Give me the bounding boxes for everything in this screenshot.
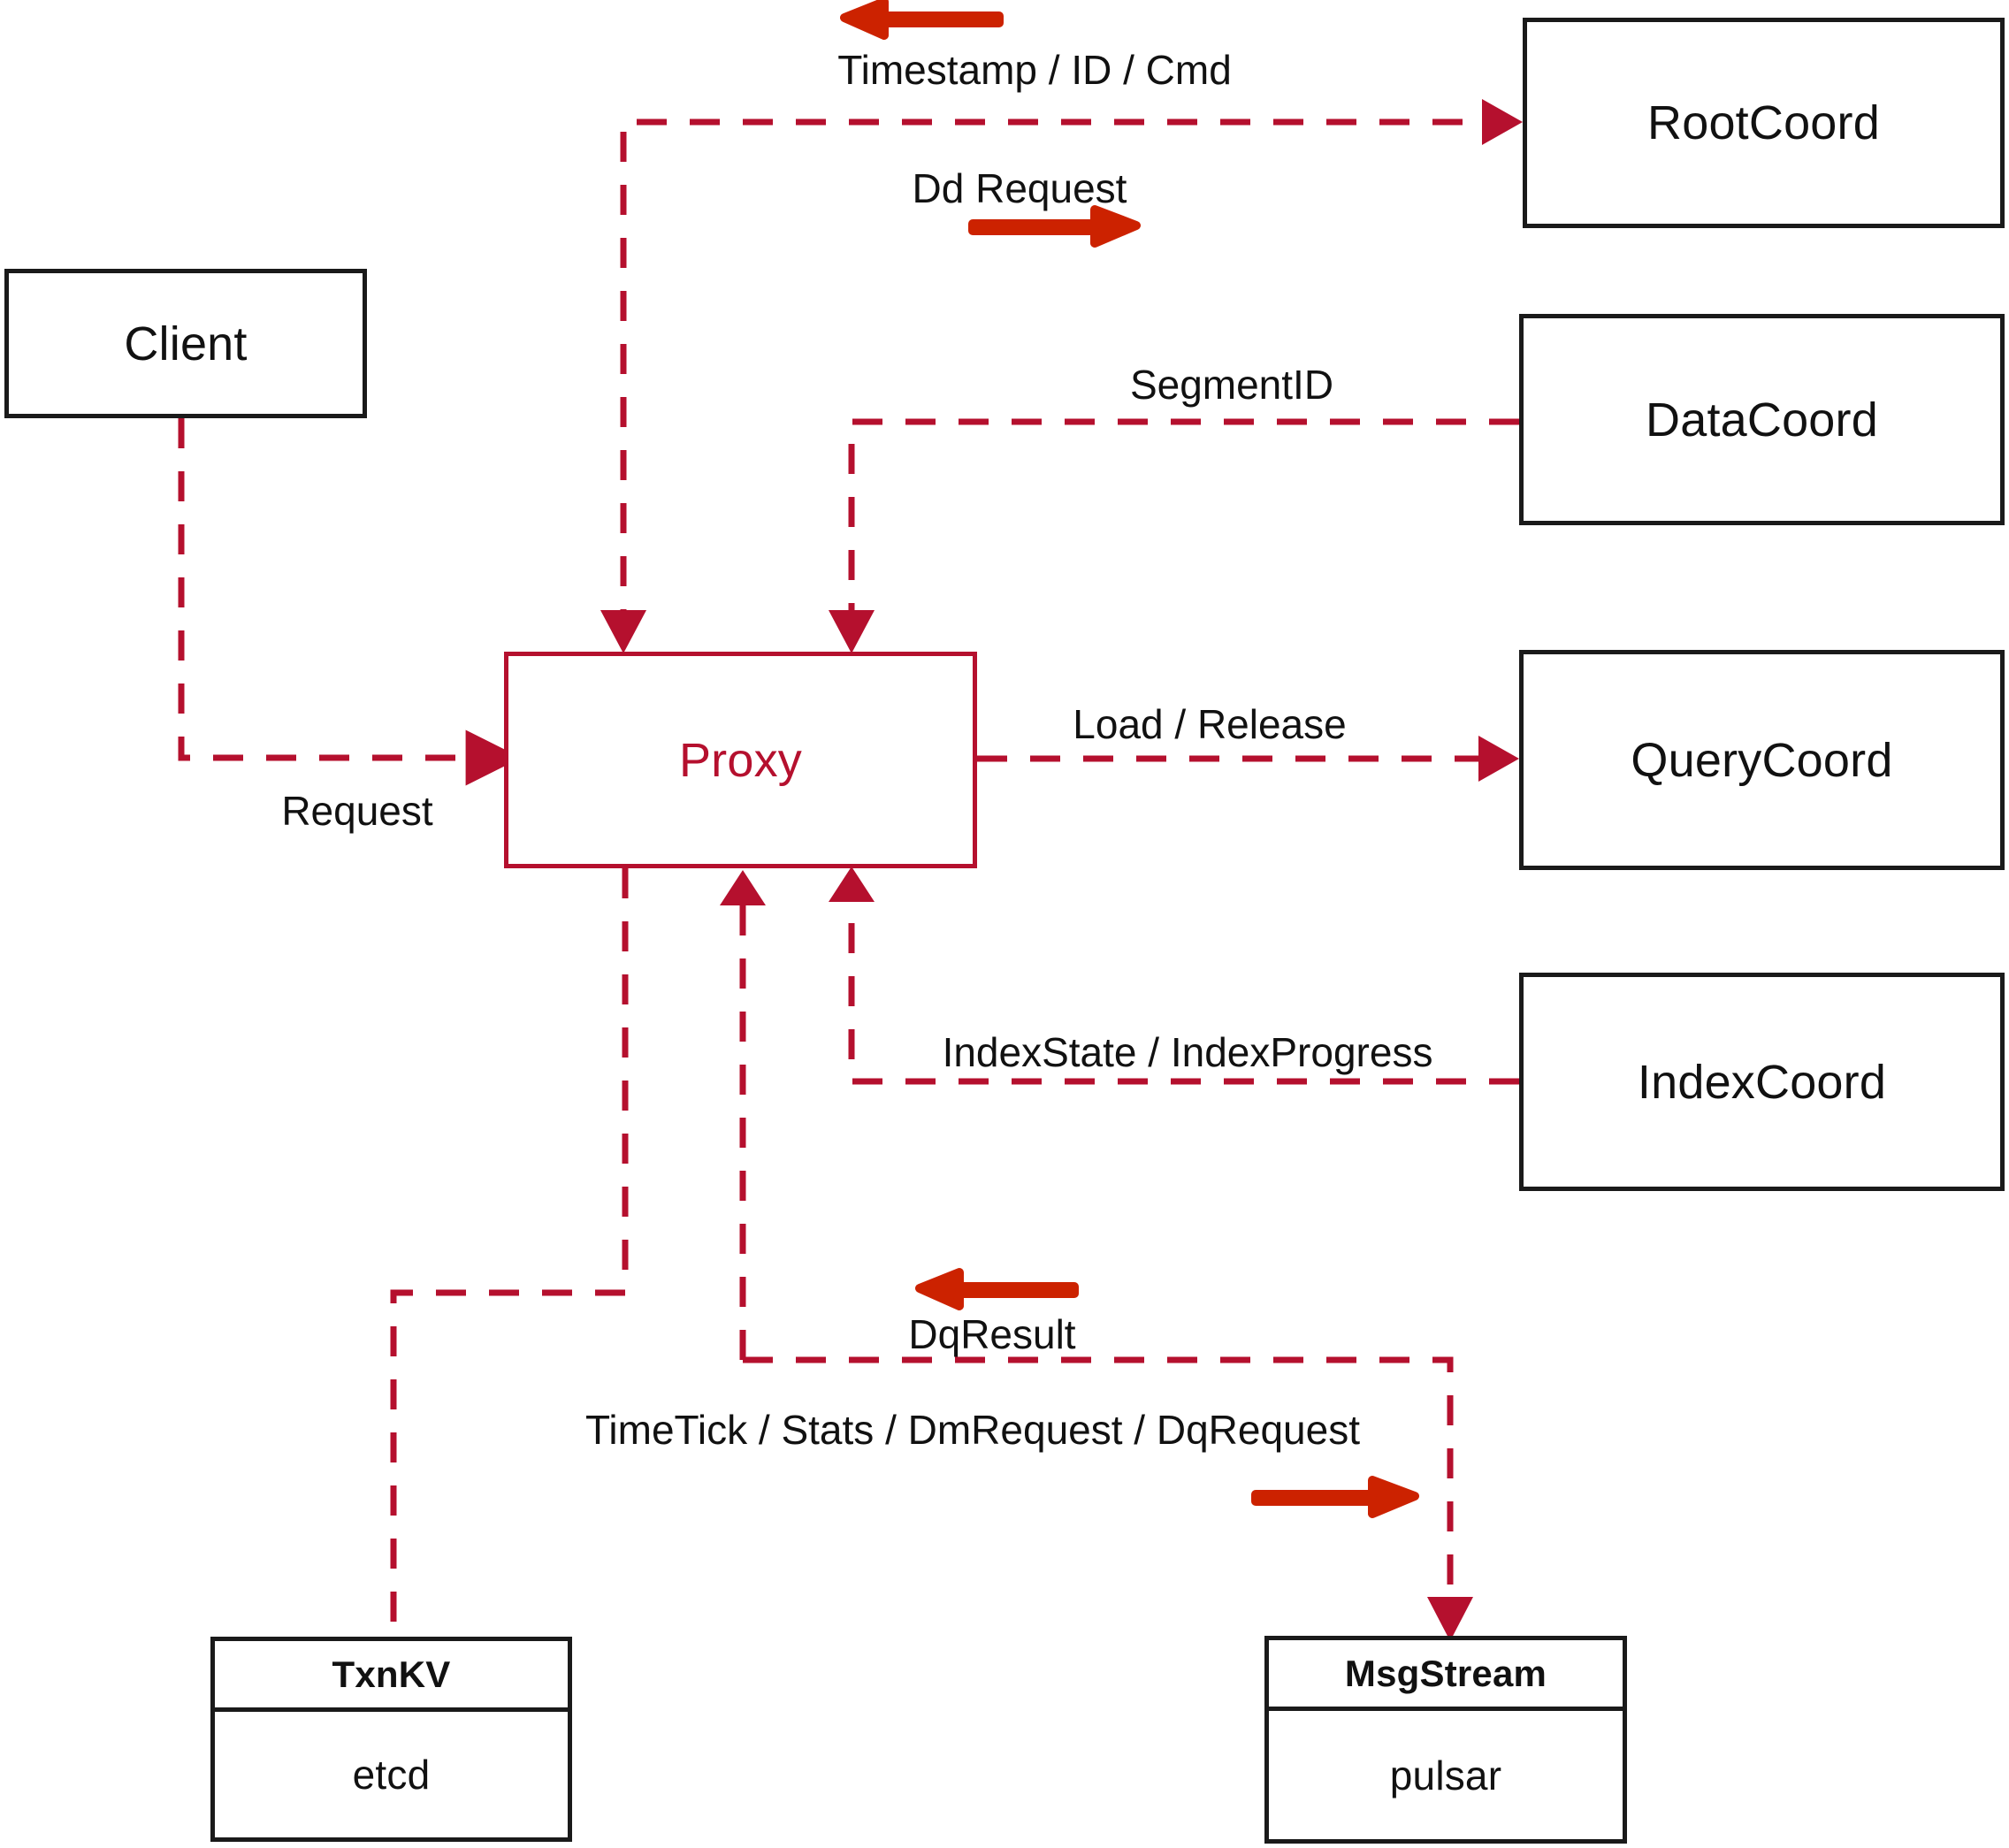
edge-label-request: Request [281, 788, 433, 834]
node-indexcoord-label: IndexCoord [1637, 1055, 1887, 1109]
bold-arrow-dq-result-left [915, 1268, 1079, 1310]
node-txnkv-label: TxnKV [332, 1653, 451, 1695]
node-querycoord-label: QueryCoord [1631, 733, 1893, 787]
node-rootcoord[interactable]: RootCoord [1523, 18, 2005, 228]
node-txnkv-sublabel: etcd [352, 1752, 431, 1798]
node-txnkv[interactable]: TxnKV etcd [210, 1637, 572, 1842]
node-msgstream[interactable]: MsgStream pulsar [1264, 1636, 1627, 1844]
node-datacoord[interactable]: DataCoord [1519, 314, 2005, 525]
node-msgstream-body: pulsar [1269, 1711, 1623, 1839]
wire-proxy-to-msgstream [743, 1356, 1473, 1641]
edge-label-segment-id: SegmentID [1129, 362, 1334, 408]
wire-client-to-proxy [178, 418, 522, 786]
bold-arrow-timestamp-left [840, 0, 1004, 40]
node-querycoord[interactable]: QueryCoord [1519, 650, 2005, 870]
wire-proxy-to-querycoord [977, 736, 1519, 782]
edge-label-timetick-stats: TimeTick / Stats / DmRequest / DqRequest [585, 1407, 1360, 1453]
node-proxy[interactable]: Proxy [504, 652, 977, 868]
edge-label-dq-result: DqResult [908, 1311, 1076, 1357]
node-msgstream-sublabel: pulsar [1389, 1752, 1502, 1798]
node-client-label: Client [124, 317, 248, 370]
node-proxy-label: Proxy [678, 733, 803, 787]
node-datacoord-label: DataCoord [1646, 393, 1878, 447]
edge-label-load-release: Load / Release [1073, 701, 1347, 747]
edge-label-dd-request: Dd Request [912, 165, 1127, 211]
edge-label-index-state: IndexState / IndexProgress [942, 1029, 1433, 1075]
node-indexcoord[interactable]: IndexCoord [1519, 973, 2005, 1191]
wire-proxy-to-rootcoord [600, 99, 1523, 653]
node-msgstream-label: MsgStream [1344, 1652, 1547, 1694]
wire-proxy-to-txnkv [390, 868, 629, 1637]
node-client[interactable]: Client [4, 269, 367, 418]
wire-indexcoord-to-proxy [829, 867, 1519, 1085]
edge-label-timestamp-id-cmd: Timestamp / ID / Cmd [837, 47, 1232, 93]
bold-arrow-dq-request-right [1251, 1476, 1419, 1518]
wire-datacoord-to-proxy [829, 418, 1519, 653]
bold-arrow-dd-request-right [968, 205, 1141, 248]
node-rootcoord-label: RootCoord [1647, 96, 1880, 149]
node-txnkv-header: TxnKV [215, 1641, 568, 1712]
wire-msgstream-to-proxy [720, 870, 766, 1360]
node-msgstream-header: MsgStream [1269, 1640, 1623, 1711]
node-txnkv-body: etcd [215, 1712, 568, 1837]
